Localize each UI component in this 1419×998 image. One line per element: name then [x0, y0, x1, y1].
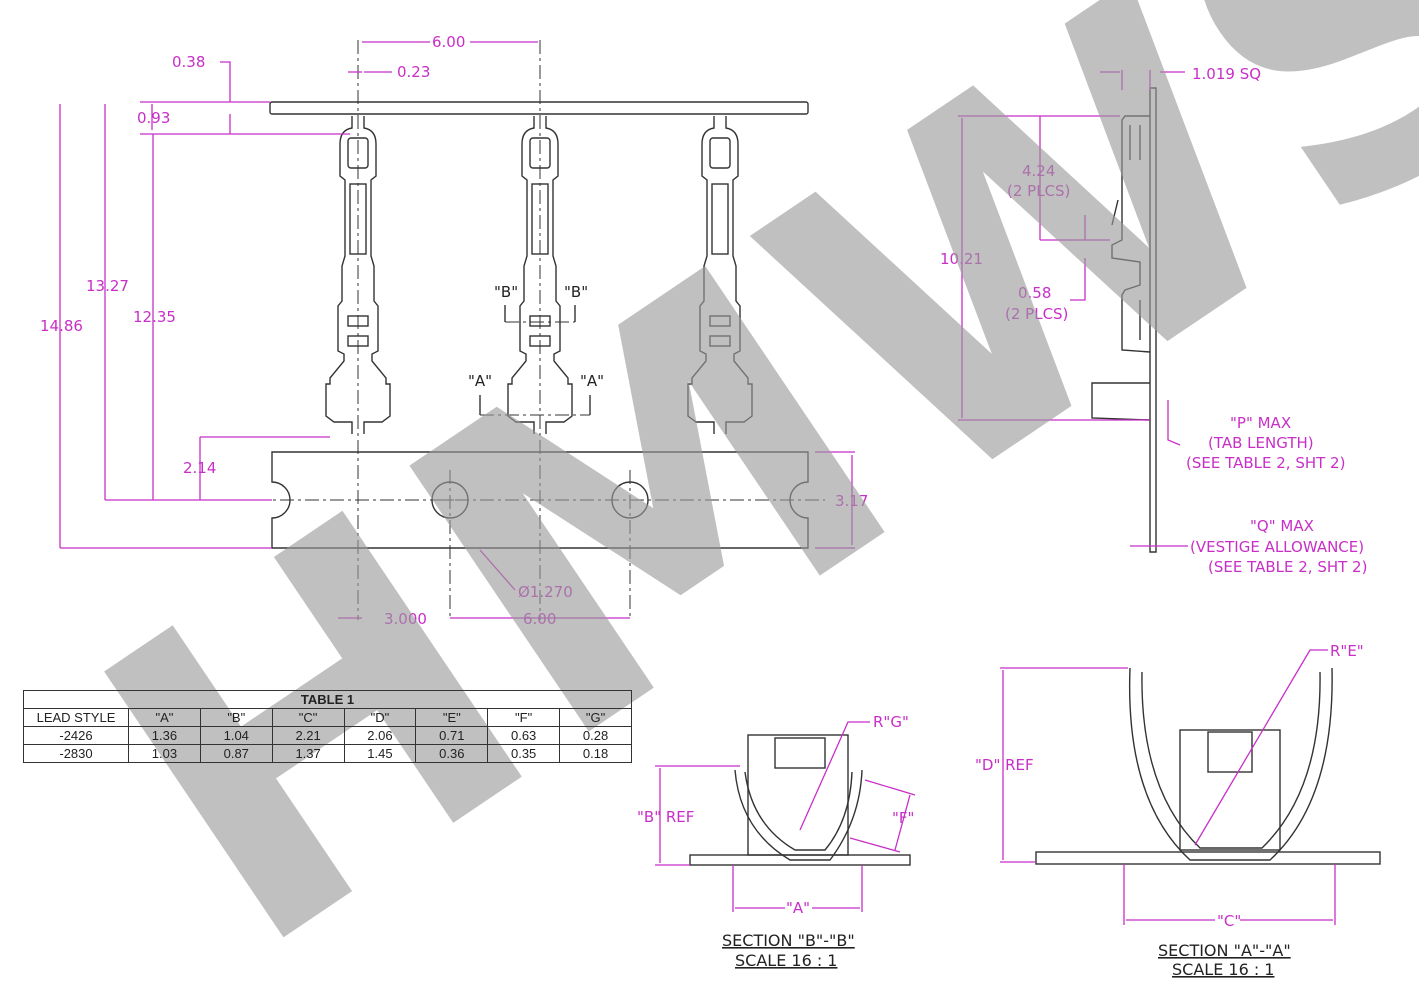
table-row: -2830 1.03 0.87 1.37 1.45 0.36 0.35 0.18	[23, 744, 632, 763]
table-cell: 1.37	[271, 744, 345, 763]
dim-pitch-bottom: 6.00	[523, 610, 556, 628]
section-bb-caption: SECTION "B"-"B"	[722, 931, 855, 950]
table-cell: -2830	[23, 744, 129, 763]
table-cell: 1.03	[128, 744, 201, 763]
dim-4-24: 4.24	[1022, 162, 1055, 180]
q-vestige-note: (VESTIGE ALLOWANCE)	[1190, 538, 1364, 556]
dim-13-27: 13.27	[86, 277, 129, 295]
dim-r-g: R"G"	[873, 713, 909, 731]
p-max-note: "P" MAX	[1230, 414, 1291, 432]
table-cell: 0.63	[487, 726, 561, 745]
dim-b-ref: "B" REF	[637, 808, 694, 826]
table-cell: -2426	[23, 726, 129, 745]
table-header: "A"	[128, 708, 201, 727]
section-aa-caption: SECTION "A"-"A"	[1158, 941, 1291, 960]
side-view: 1.019 SQ 4.24 (2 PLCS) 10.21 0.58 (2 PLC…	[940, 65, 1367, 576]
table-header: "B"	[199, 708, 273, 727]
p-see-table-note: (SEE TABLE 2, SHT 2)	[1186, 454, 1345, 472]
table-cell: 1.36	[128, 726, 201, 745]
table-cell: 2.06	[343, 726, 417, 745]
main-view: 6.00 0.38 0.23 0.93 13.27 14.86 12.35 2.…	[40, 33, 868, 628]
dim-2-14: 2.14	[183, 459, 216, 477]
section-bb: R"G" "B" REF "F" "A" SECTION "B"-"B" SCA…	[637, 713, 916, 970]
dim-3-000: 3.000	[384, 610, 427, 628]
table-title: TABLE 1	[23, 690, 632, 709]
table-header: "F"	[487, 708, 561, 727]
dim-0-58: 0.58	[1018, 284, 1051, 302]
table-cell: 0.28	[559, 726, 632, 745]
dim-14-86: 14.86	[40, 317, 83, 335]
top-carrier	[269, 101, 809, 115]
section-mark-b-left: "B"	[494, 283, 518, 301]
dim-10-21: 10.21	[940, 250, 983, 268]
table-1: TABLE 1 LEAD STYLE "A" "B" "C" "D" "E" "…	[23, 690, 632, 763]
dim-d-ref: "D" REF	[975, 756, 1034, 774]
section-bb-scale: SCALE 16 : 1	[735, 951, 837, 970]
dim-0-58-note: (2 PLCS)	[1005, 305, 1068, 323]
p-tab-length-note: (TAB LENGTH)	[1208, 434, 1314, 452]
dim-c: "C"	[1217, 912, 1241, 930]
dim-a: "A"	[786, 899, 810, 917]
table-cell: 0.18	[559, 744, 632, 763]
table-header: "G"	[559, 708, 632, 727]
dim-0-23: 0.23	[397, 63, 430, 81]
bottom-carrier	[271, 451, 809, 549]
table-header: "E"	[415, 708, 489, 727]
q-max-note: "Q" MAX	[1250, 517, 1314, 535]
table-row: -2426 1.36 1.04 2.21 2.06 0.71 0.63 0.28	[23, 726, 632, 745]
table-header-row: LEAD STYLE "A" "B" "C" "D" "E" "F" "G"	[23, 708, 632, 727]
table-cell: 0.35	[487, 744, 561, 763]
dim-0-93: 0.93	[137, 109, 170, 127]
table-cell: 0.87	[199, 744, 273, 763]
table-cell: 1.04	[199, 726, 273, 745]
table-header: "D"	[343, 708, 417, 727]
table-cell: 2.21	[271, 726, 345, 745]
q-see-table-note: (SEE TABLE 2, SHT 2)	[1208, 558, 1367, 576]
dim-4-24-note: (2 PLCS)	[1007, 182, 1070, 200]
dim-pitch-top: 6.00	[432, 33, 465, 51]
dim-1-019-sq: 1.019 SQ	[1192, 65, 1261, 83]
table-cell: 0.71	[415, 726, 489, 745]
table-header: LEAD STYLE	[23, 708, 129, 727]
section-mark-a-right: "A"	[580, 372, 604, 390]
table-cell: 1.45	[343, 744, 417, 763]
section-mark-b-right: "B"	[564, 283, 588, 301]
dim-0-38: 0.38	[172, 53, 205, 71]
section-aa-scale: SCALE 16 : 1	[1172, 960, 1274, 979]
section-mark-a-left: "A"	[468, 372, 492, 390]
table-cell: 0.36	[415, 744, 489, 763]
dim-12-35: 12.35	[133, 308, 176, 326]
dim-hole-diameter: Ø1.270	[518, 583, 573, 601]
dim-r-e: R"E"	[1330, 642, 1364, 660]
table-header: "C"	[271, 708, 345, 727]
dim-f: "F"	[892, 809, 914, 827]
dim-3-17: 3.17	[835, 492, 868, 510]
section-aa: R"E" "D" REF "C" SECTION "A"-"A" SCALE 1…	[975, 642, 1381, 979]
